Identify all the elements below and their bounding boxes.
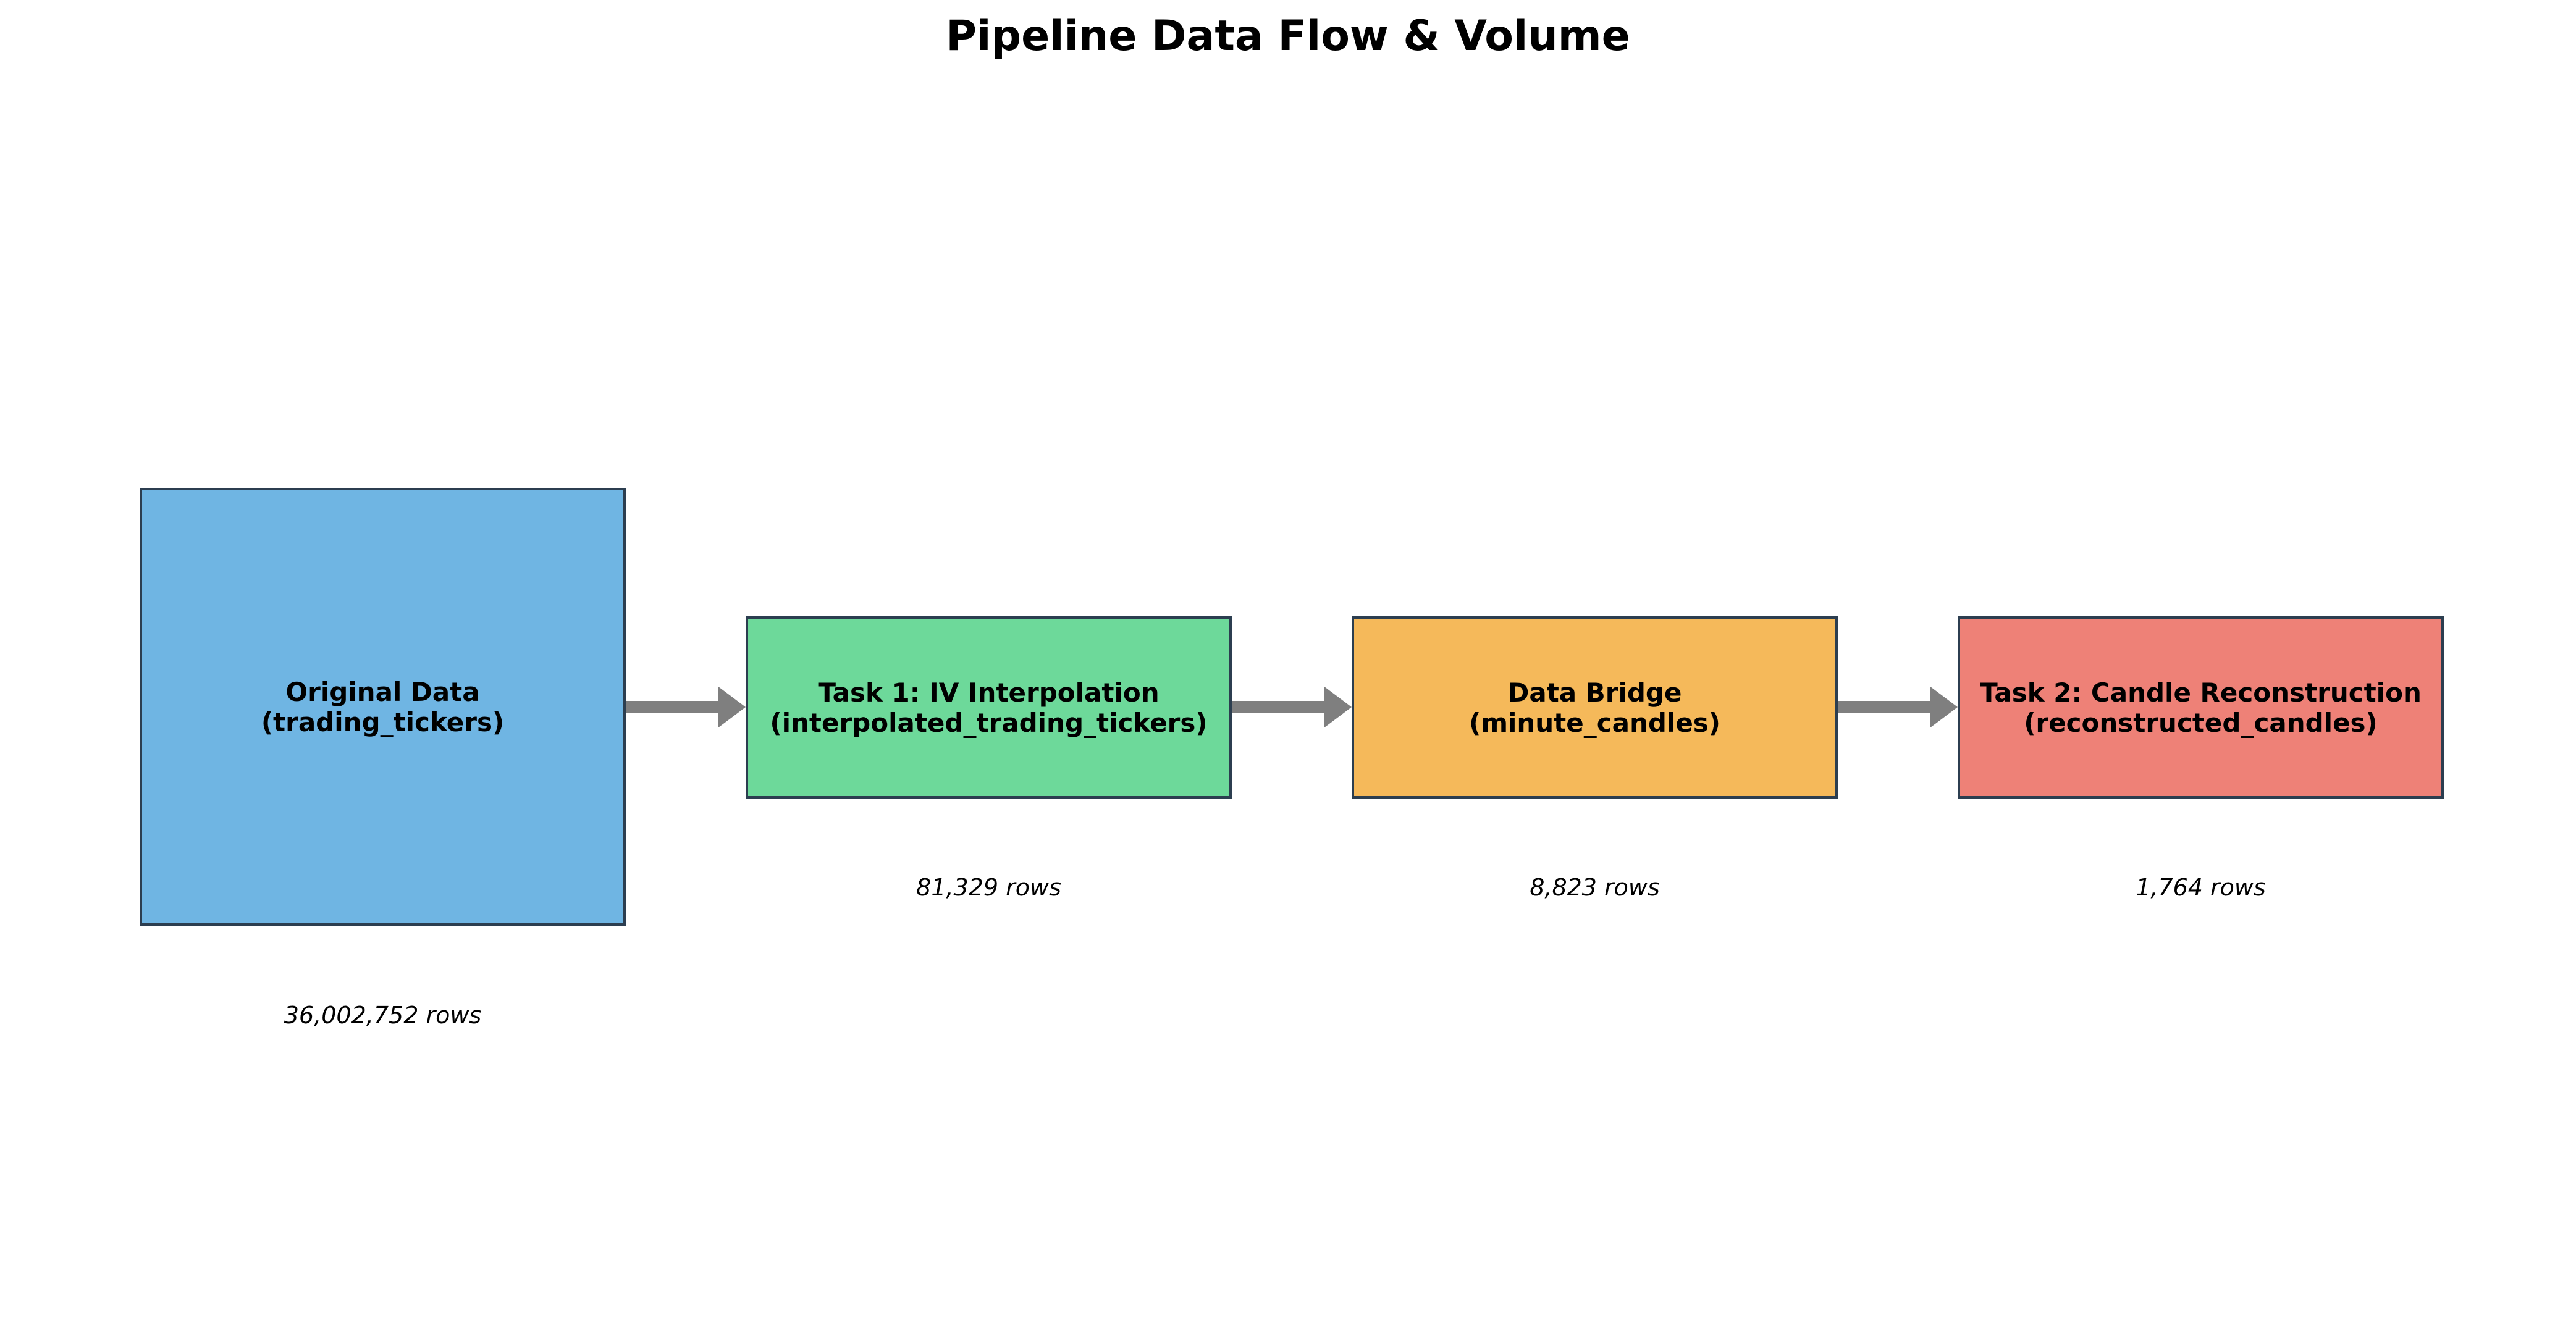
node-row-count: 1,764 rows bbox=[2136, 874, 2266, 901]
node-row-count: 81,329 rows bbox=[916, 874, 1061, 901]
node-original-data: Original Data (trading_tickers) bbox=[140, 488, 626, 926]
node-candle-reconstruction: Task 2: Candle Reconstruction (reconstru… bbox=[1958, 616, 2444, 799]
node-data-bridge: Data Bridge (minute_candles) bbox=[1352, 616, 1838, 799]
flow-arrow bbox=[1838, 687, 1958, 727]
arrow-shaft bbox=[626, 701, 720, 713]
node-label: Data Bridge bbox=[1507, 677, 1682, 708]
arrow-head bbox=[718, 687, 746, 727]
diagram-title: Pipeline Data Flow & Volume bbox=[946, 12, 1630, 61]
arrow-shaft bbox=[1838, 701, 1932, 713]
arrow-head bbox=[1324, 687, 1352, 727]
node-table-name: (interpolated_trading_tickers) bbox=[770, 707, 1208, 738]
node-table-name: (reconstructed_candles) bbox=[2024, 707, 2378, 738]
flow-arrow bbox=[626, 687, 746, 727]
arrow-shaft bbox=[1232, 701, 1326, 713]
node-label: Task 1: IV Interpolation bbox=[818, 677, 1160, 708]
node-row-count: 8,823 rows bbox=[1530, 874, 1660, 901]
node-iv-interpolation: Task 1: IV Interpolation (interpolated_t… bbox=[746, 616, 1232, 799]
node-table-name: (trading_tickers) bbox=[261, 706, 505, 737]
node-label: Task 2: Candle Reconstruction bbox=[1980, 677, 2422, 708]
node-row-count: 36,002,752 rows bbox=[284, 1002, 482, 1029]
arrow-head bbox=[1930, 687, 1958, 727]
node-table-name: (minute_candles) bbox=[1469, 707, 1720, 738]
flow-arrow bbox=[1232, 687, 1352, 727]
node-label: Original Data bbox=[285, 676, 480, 707]
